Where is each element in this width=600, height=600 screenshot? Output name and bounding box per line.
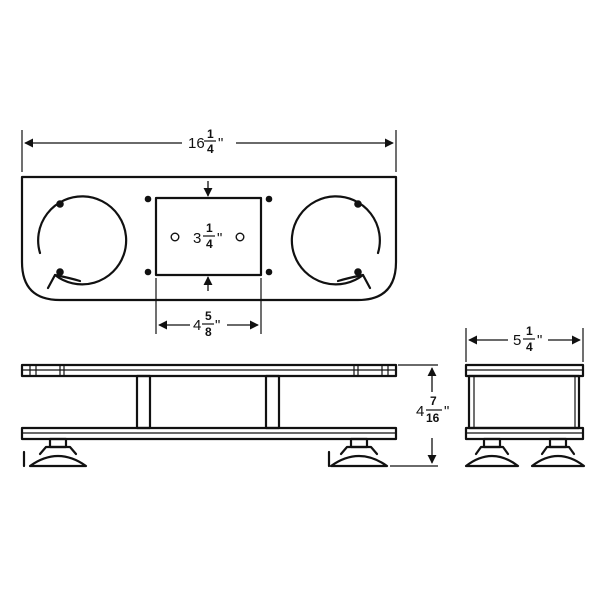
svg-text:4: 4 [207,142,214,156]
right-lamp-hole-bottom [354,268,362,276]
svg-text:1: 1 [526,324,533,338]
svg-text:": " [444,403,449,420]
bracket-plate-outline [20,175,398,302]
left-lamp-hole-top [56,200,64,208]
front-view: 4 7 16 " [20,363,449,468]
center-hole-right [235,232,245,242]
svg-text:16: 16 [188,135,205,152]
svg-text:4: 4 [206,237,213,251]
left-lamp-hole-bottom [56,268,64,276]
top-view: 16 1 4 " 3 1 4 " 4 5 8 " [20,127,398,339]
corner-hole-br [265,268,273,276]
svg-text:": " [215,317,220,334]
svg-text:4: 4 [416,403,424,420]
corner-hole-tl [144,195,152,203]
plate-height-label: 3 1 4 " [193,221,222,251]
front-right-post [264,374,281,430]
right-lamp-cutout [290,195,381,290]
svg-text:": " [217,230,222,247]
svg-text:8: 8 [205,325,212,339]
right-lamp-hole-top [354,200,362,208]
center-mount-plate [154,196,263,277]
svg-text:16: 16 [426,411,440,425]
svg-text:5: 5 [205,309,212,323]
side-body [467,374,581,430]
center-hole-left [170,232,180,242]
side-left-suction-cup [464,437,520,468]
depth-label: 5 1 4 " [513,324,542,354]
svg-text:": " [537,332,542,349]
plate-width-label: 4 5 8 " [193,309,220,339]
svg-text:3: 3 [193,230,201,247]
corner-hole-bl [144,268,152,276]
svg-text:7: 7 [430,394,437,408]
svg-text:4: 4 [193,317,201,334]
front-right-suction-cup [327,437,389,468]
side-view: 5 1 4 " [464,324,586,468]
svg-text:1: 1 [207,127,214,141]
svg-text:5: 5 [513,332,521,349]
front-left-suction-cup [22,437,88,468]
corner-hole-tr [265,195,273,203]
total-height-label: 4 7 16 " [416,394,449,425]
svg-text:4: 4 [526,340,533,354]
svg-text:": " [218,135,223,152]
left-lamp-cutout [37,195,128,290]
svg-text:1: 1 [206,221,213,235]
overall-width-label: 16 1 4 " [188,127,223,156]
side-right-suction-cup [530,437,586,468]
front-left-post [135,374,152,430]
